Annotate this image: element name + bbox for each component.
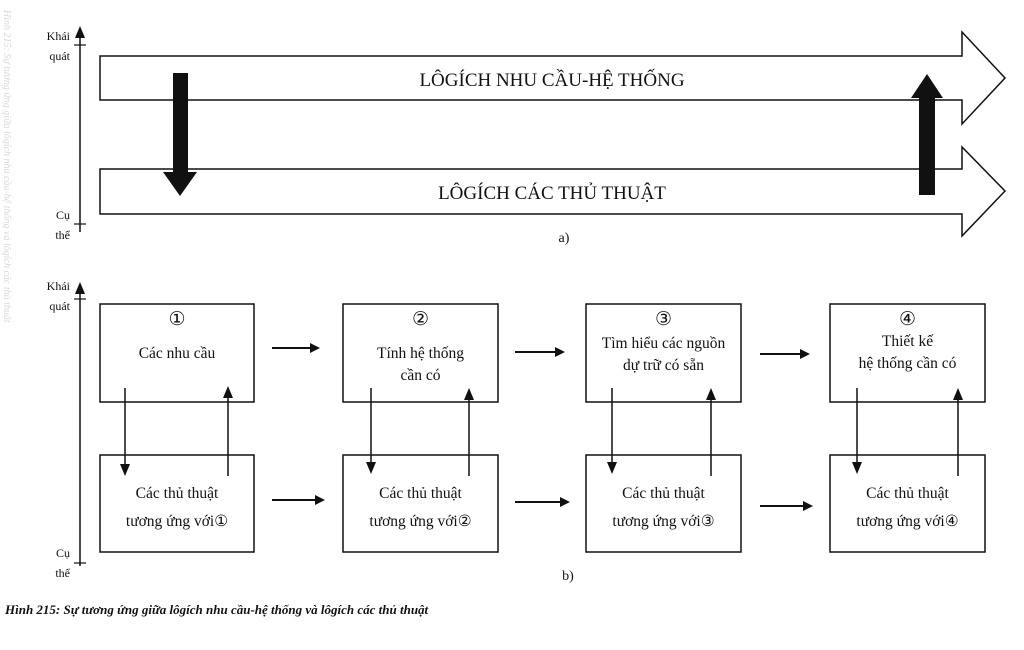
need-box-1-content: ① Các nhu cầu xyxy=(100,309,254,365)
diagram-a: Khái quát Cụ thể LÔGÍCH NHU CẦU-HỆ THỐNG… xyxy=(47,26,1007,246)
up-arrow xyxy=(911,74,943,195)
label-a: a) xyxy=(559,231,570,246)
circled-number-2: ② xyxy=(411,309,430,330)
need-box-4 xyxy=(829,303,986,403)
need-box-3-content: ③ Tìm hiểu các nguồn dự trữ có sẵn xyxy=(586,309,741,377)
up-arrow-3-head xyxy=(706,388,716,400)
lower-hollow-arrow xyxy=(99,145,1007,238)
lower-arrow-label: LÔGÍCH CÁC THỦ THUẬT xyxy=(438,182,666,204)
down-arrow-3-head xyxy=(607,462,617,474)
down-arrow-2-head xyxy=(366,462,376,474)
technique-box-4-content: Các thủ thuật tương ứng với④ xyxy=(830,483,985,533)
technique-box-4-line2: tương ứng với④ xyxy=(856,513,959,530)
technique-box-3-line2: tương ứng với③ xyxy=(612,513,715,530)
arrow-top-1-2-head xyxy=(310,343,320,353)
arrow-top-3-4-head xyxy=(800,349,810,359)
upper-arrow-label: LÔGÍCH NHU CẦU-HỆ THỐNG xyxy=(419,69,684,91)
need-box-1 xyxy=(99,303,255,403)
figure-caption: Hình 215: Sự tương ứng giữa lôgích nhu c… xyxy=(5,602,429,617)
up-arrow-2-head xyxy=(464,388,474,400)
technique-box-3-content: Các thủ thuật tương ứng với③ xyxy=(586,483,741,533)
need-box-3 xyxy=(585,303,742,403)
axis-b-top-line1: Khái xyxy=(47,279,71,293)
need-box-1-line1: Các nhu cầu xyxy=(138,345,216,362)
need-box-3-line2: dự trữ có sẵn xyxy=(623,357,704,374)
need-box-2 xyxy=(342,303,499,403)
arrow-bottom-3-4-head xyxy=(803,501,813,511)
arrow-bottom-1-2-head xyxy=(315,495,325,505)
technique-box-1-content: Các thủ thuật tương ứng với① xyxy=(100,483,254,533)
label-b: b) xyxy=(562,569,574,584)
up-arrow-4-head xyxy=(953,388,963,400)
down-arrow-4-head xyxy=(852,462,862,474)
circled-number-1: ① xyxy=(168,309,186,330)
axis-b-top-line2: quát xyxy=(49,299,70,313)
need-box-3-line1: Tìm hiểu các nguồn xyxy=(601,335,726,352)
need-box-2-line2: cần có xyxy=(400,367,441,384)
technique-box-2 xyxy=(342,454,499,553)
technique-box-2-content: Các thủ thuật tương ứng với② xyxy=(343,483,498,533)
technique-box-4-line1: Các thủ thuật xyxy=(866,485,949,502)
upper-hollow-arrow xyxy=(99,30,1007,126)
technique-box-1-line1: Các thủ thuật xyxy=(135,485,219,502)
need-box-4-line1: Thiết kế xyxy=(881,333,934,350)
axis-b-bottom-line1: Cụ xyxy=(56,546,70,560)
axis-a-bottom-line2: thể xyxy=(55,228,70,242)
axis-b-arrowhead xyxy=(75,282,85,294)
need-box-4-content: ④ Thiết kế hệ thống cần có xyxy=(830,309,985,375)
technique-box-3-line1: Các thủ thuật xyxy=(622,485,705,502)
need-box-2-line1: Tính hệ thống xyxy=(377,345,464,362)
down-arrow xyxy=(163,73,197,196)
circled-number-3: ③ xyxy=(654,309,673,330)
down-arrow-1-head xyxy=(120,464,130,476)
diagram-b: Khái quát Cụ thể xyxy=(47,279,986,584)
axis-b-bottom-line2: thể xyxy=(55,566,70,580)
axis-a-top-line1: Khái xyxy=(47,29,71,43)
circled-number-4: ④ xyxy=(898,309,917,330)
need-box-2-content: ② Tính hệ thống cần có xyxy=(343,309,498,387)
arrow-bottom-2-3-head xyxy=(560,497,570,507)
technique-box-2-line2: tương ứng với② xyxy=(369,513,472,530)
arrow-top-2-3-head xyxy=(555,347,565,357)
technique-box-1-line2: tương ứng với① xyxy=(125,513,229,530)
need-box-4-line2: hệ thống cần có xyxy=(858,355,957,372)
axis-a-top-line2: quát xyxy=(49,49,70,63)
axis-a-bottom-line1: Cụ xyxy=(56,208,70,222)
technique-box-2-line1: Các thủ thuật xyxy=(379,485,462,502)
axis-a-arrowhead xyxy=(75,26,85,38)
up-arrow-1-head xyxy=(223,386,233,398)
